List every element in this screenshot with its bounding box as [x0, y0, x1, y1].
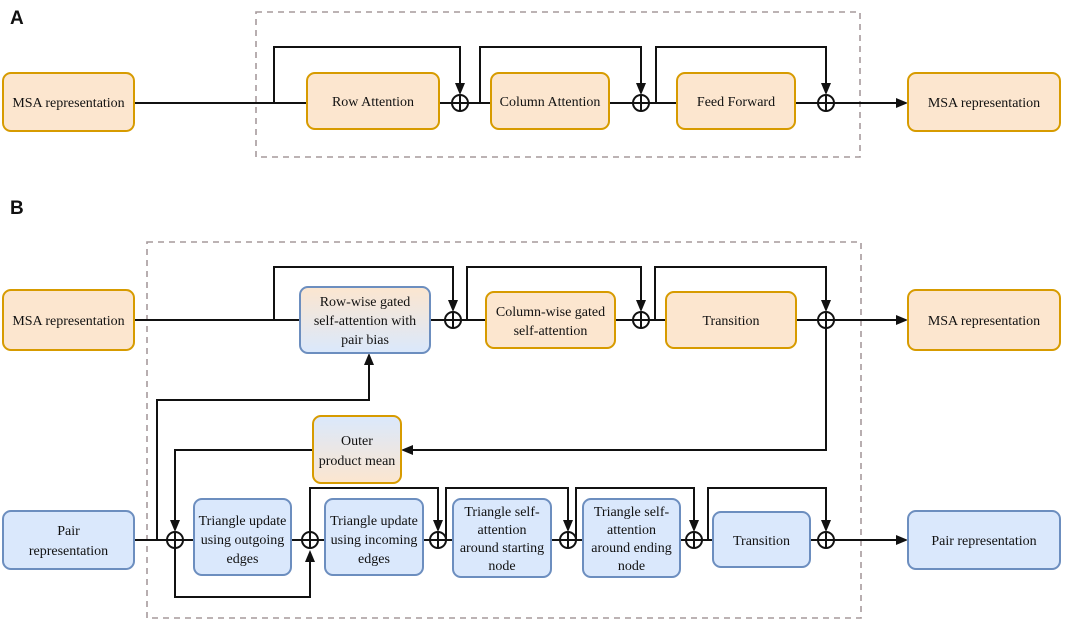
box-label-line-1: Triangle self- — [464, 505, 540, 520]
box-label-line-1: Column-wise gated — [496, 305, 605, 320]
box-label: Row Attention — [332, 95, 414, 110]
add-junction — [166, 531, 184, 549]
box-label: Transition — [702, 314, 759, 329]
msa-representation-output-box: MSA representation — [907, 289, 1061, 351]
box-label-line-2: using incoming — [331, 533, 418, 548]
box-label-line-1: Triangle self- — [594, 505, 670, 520]
column-attention-box: Column Attention — [490, 72, 610, 130]
add-junction — [444, 311, 462, 329]
box-label-line-1: Triangle update — [330, 514, 418, 529]
triangle-update-outgoing-box: Triangle update using outgoing edges — [193, 498, 292, 576]
panel-b: MSA representation Row-wise gated self-a… — [2, 241, 1061, 619]
box-label-line-1: Pair — [57, 524, 80, 539]
box-label-line-3: edges — [227, 552, 259, 567]
box-label-line-2: attention — [607, 523, 656, 538]
msa-transition-box: Transition — [665, 291, 797, 349]
panel-label-b: B — [10, 198, 24, 219]
box-label: MSA representation — [928, 96, 1040, 111]
box-label-line-4: node — [488, 559, 515, 574]
evoformer-msa-block-border — [255, 11, 861, 158]
panel-label-a: A — [10, 8, 24, 29]
box-label-line-2: self-attention — [514, 324, 588, 339]
feed-forward-box: Feed Forward — [676, 72, 796, 130]
box-label-line-3: around ending — [591, 541, 671, 556]
panel-a: MSA representation Row Attention Column … — [2, 11, 1061, 158]
add-junction — [429, 531, 447, 549]
pair-transition-box: Transition — [712, 511, 811, 568]
box-label: MSA representation — [12, 96, 124, 111]
box-label-line-3: around starting — [460, 541, 544, 556]
add-junction — [817, 531, 835, 549]
box-label-line-1: Row-wise gated — [320, 295, 411, 310]
box-label: Column Attention — [500, 95, 601, 110]
add-junction — [451, 94, 469, 112]
triangle-update-incoming-box: Triangle update using incoming edges — [324, 498, 424, 576]
pair-representation-input-box: Pair representation — [2, 510, 135, 570]
box-label-line-2: attention — [478, 523, 527, 538]
row-wise-gated-self-attention-box: Row-wise gated self-attention with pair … — [299, 286, 431, 354]
msa-representation-input-box: MSA representation — [2, 289, 135, 351]
msa-representation-input-box: MSA representation — [2, 72, 135, 132]
box-label-line-3: pair bias — [341, 333, 389, 348]
box-label-line-4: node — [618, 559, 645, 574]
add-junction — [817, 311, 835, 329]
row-attention-box: Row Attention — [306, 72, 440, 130]
triangle-attention-ending-node-box: Triangle self- attention around ending n… — [582, 498, 681, 578]
add-junction — [301, 531, 319, 549]
box-label-line-1: Triangle update — [199, 514, 287, 529]
add-junction — [632, 94, 650, 112]
evoformer-block-border — [146, 241, 862, 619]
msa-representation-output-box: MSA representation — [907, 72, 1061, 132]
pair-representation-output-box: Pair representation — [907, 510, 1061, 570]
add-junction — [685, 531, 703, 549]
box-label-line-1: Outer — [341, 434, 373, 449]
box-label-line-3: edges — [358, 552, 390, 567]
box-label: MSA representation — [12, 314, 124, 329]
column-wise-gated-self-attention-box: Column-wise gated self-attention — [485, 291, 616, 349]
outer-product-mean-box: Outer product mean — [312, 415, 402, 484]
box-label-line-2: representation — [29, 544, 108, 559]
add-junction — [632, 311, 650, 329]
box-label: Transition — [733, 534, 790, 549]
box-label-line-2: product mean — [319, 454, 396, 469]
box-label-line-2: using outgoing — [201, 533, 285, 548]
box-label: Pair representation — [931, 534, 1036, 549]
box-label-line-2: self-attention with — [314, 314, 416, 329]
box-label: Feed Forward — [697, 95, 775, 110]
triangle-attention-starting-node-box: Triangle self- attention around starting… — [452, 498, 552, 578]
add-junction — [817, 94, 835, 112]
add-junction — [559, 531, 577, 549]
box-label: MSA representation — [928, 314, 1040, 329]
